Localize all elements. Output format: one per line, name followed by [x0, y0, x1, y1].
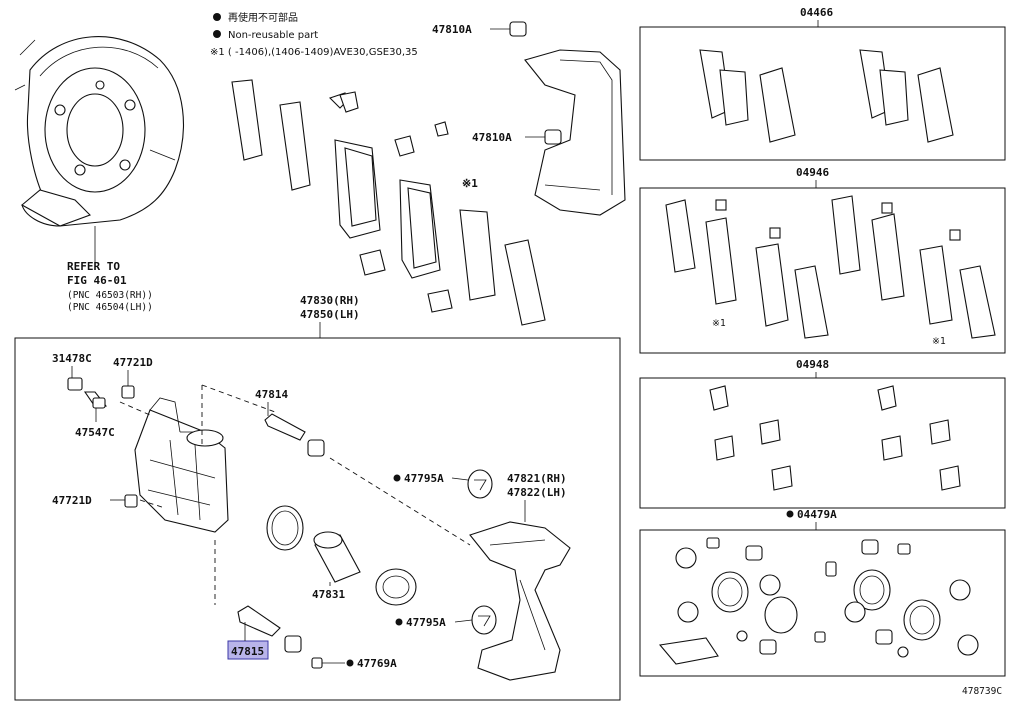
kit-04948-clips: [709, 385, 961, 491]
anti-squeal-shim: [279, 101, 311, 191]
kit-04946-box: [639, 187, 1006, 354]
label-47810a-top: 47810A: [432, 23, 472, 36]
label-47810a-mid: 47810A: [472, 131, 512, 144]
label-47547c: 47547C: [75, 426, 115, 439]
label-kit-04948: 04948: [796, 358, 829, 371]
refer-line-1: REFER TO: [67, 260, 120, 273]
slide-pin-upper: [264, 413, 325, 457]
non-reusable-bullet-icon: [786, 510, 794, 518]
kit-04466-pads: [699, 49, 954, 143]
label-47821: 47821(RH): [507, 472, 567, 485]
label-47822: 47822(LH): [507, 486, 567, 499]
pad-support-spring-upper: [467, 469, 493, 499]
label-mark-1-a: ※1: [712, 318, 726, 329]
caliper-mounting-top: [490, 21, 626, 216]
legend-notes: 再使用不可部品 Non-reusable part ※1 ( -1406),(1…: [210, 11, 418, 58]
piston-seal: [266, 505, 304, 551]
non-reusable-bullet-icon: [395, 618, 403, 626]
refer-line-2: FIG 46-01: [67, 274, 127, 287]
kit-04946-shims: [665, 195, 996, 339]
kit-04479a-seals: [658, 537, 979, 665]
bolt: [124, 494, 138, 508]
bleeder-cap: [311, 657, 323, 669]
kit-04948-box: [639, 377, 1006, 509]
kit-04479a-box: [639, 529, 1006, 677]
bolt: [121, 385, 135, 399]
bleeder-screw: [83, 391, 107, 409]
pad-set-exploded: [231, 79, 546, 326]
piston: [313, 531, 361, 583]
kit-04466-box: [639, 26, 1006, 161]
anti-squeal-shim: [231, 79, 263, 161]
legend-jp-text: 再使用不可部品: [228, 11, 298, 24]
label-47721d-top: 47721D: [113, 356, 153, 369]
figure-code: 478739C: [962, 686, 1002, 697]
non-reusable-bullet-icon: [346, 659, 354, 667]
non-reusable-bullet-icon: [393, 474, 401, 482]
non-reusable-bullet-icon: [213, 30, 221, 38]
label-mark-1-pads: ※1: [462, 177, 478, 190]
label-47814: 47814: [255, 388, 288, 401]
refer-line-4: (PNC 46504(LH)): [67, 302, 153, 313]
label-kit-04466: 04466: [800, 6, 833, 19]
footnote-text: ※1 ( -1406),(1406-1409)AVE30,GSE30,35: [210, 47, 418, 58]
anti-squeal-shim: [459, 209, 496, 301]
label-47830: 47830(RH): [300, 294, 360, 307]
label-47795a-top: 47795A: [404, 472, 444, 485]
refer-to-note: REFER TO FIG 46-01 (PNC 46503(RH)) (PNC …: [67, 260, 153, 313]
cylinder-boot: [375, 568, 417, 606]
label-47831: 47831: [312, 588, 345, 601]
grease-packet: [658, 637, 719, 665]
dust-shield: [14, 36, 184, 262]
label-kit-04479a: 04479A: [797, 508, 837, 521]
bleeder-plug: [67, 377, 83, 391]
legend-en-text: Non-reusable part: [228, 30, 318, 41]
pad-support-spring-lower: [471, 605, 497, 635]
label-kit-04946: 04946: [796, 166, 829, 179]
refer-line-3: (PNC 46503(RH)): [67, 290, 153, 301]
slide-pin-lower: [237, 605, 302, 653]
highlight-47815[interactable]: [227, 640, 269, 660]
label-mark-1-b: ※1: [932, 336, 946, 347]
caliper-assembly-box: [14, 337, 621, 701]
label-47721d-low: 47721D: [52, 494, 92, 507]
label-47769a: 47769A: [357, 657, 397, 670]
bolt: [509, 21, 527, 37]
label-47850: 47850(LH): [300, 308, 360, 321]
label-31478c: 31478C: [52, 352, 92, 365]
bolt: [544, 129, 562, 145]
label-47795a-low: 47795A: [406, 616, 446, 629]
caliper-body: [134, 397, 229, 533]
label-47815: 47815: [231, 645, 264, 658]
anti-squeal-shim: [504, 239, 546, 326]
caliper-mounting-lower: [469, 521, 571, 681]
non-reusable-bullet-icon: [213, 13, 221, 21]
